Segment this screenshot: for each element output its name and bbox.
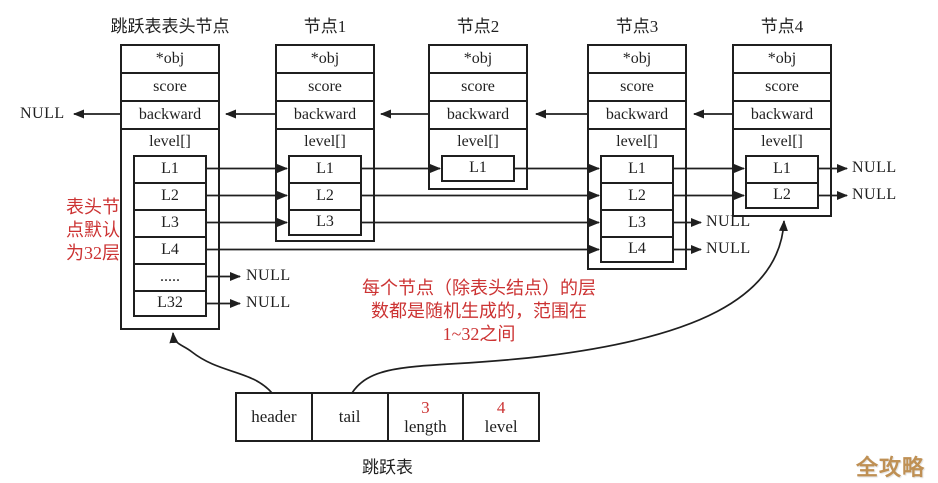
struct-cell-label: level — [484, 416, 518, 436]
field-score: score — [589, 74, 685, 102]
struct-cell-label: header — [251, 407, 297, 426]
level-cell: L32 — [157, 294, 183, 311]
null-label-node4-l2: NULL — [852, 186, 897, 203]
level-cell: L2 — [135, 184, 205, 211]
level-cell: L3 — [135, 211, 205, 238]
level-cell: L1 — [602, 157, 672, 184]
node-title-1: 节点1 — [303, 17, 347, 36]
level-cell: L2 — [290, 184, 360, 211]
level-cell: L1 — [469, 159, 487, 176]
field-level-label: level[] — [616, 133, 658, 150]
level-cell: L3 — [602, 211, 672, 238]
field-obj: *obj — [589, 46, 685, 74]
field-level-label: level[] — [304, 133, 346, 150]
struct-cell-header: header — [237, 394, 313, 440]
struct-cell-tail: tail — [313, 394, 389, 440]
level-cell: L4 — [135, 238, 205, 265]
null-label-header-l32: NULL — [246, 294, 291, 311]
node-box-header: *obj score backward level[] L1 L2 L3 L4 … — [120, 44, 220, 330]
null-label-backward: NULL — [20, 105, 65, 122]
node-box-1: *obj score backward level[] L1 L2 L3 — [275, 44, 375, 242]
level-cell: L1 — [290, 157, 360, 184]
field-backward: backward — [589, 102, 685, 130]
field-backward: backward — [734, 102, 830, 130]
levels-3: L1 L2 L3 L4 — [600, 155, 674, 263]
field-score: score — [122, 74, 218, 102]
diagram-caption: 跳跃表 — [362, 458, 413, 477]
null-label-node4-l1: NULL — [852, 159, 897, 176]
node-title-4: 节点4 — [760, 17, 804, 36]
field-score: score — [277, 74, 373, 102]
field-obj: *obj — [277, 46, 373, 74]
field-level-label: level[] — [149, 133, 191, 150]
level-cell-ellipsis: ..... — [135, 265, 205, 292]
field-backward: backward — [122, 102, 218, 130]
field-obj: *obj — [734, 46, 830, 74]
null-label-node3-l3: NULL — [706, 213, 751, 230]
field-score: score — [734, 74, 830, 102]
level-cell: L3 — [316, 213, 334, 230]
level-cell: L2 — [773, 186, 791, 203]
levels-4: L1 L2 — [745, 155, 819, 209]
field-obj: *obj — [122, 46, 218, 74]
levels-header: L1 L2 L3 L4 ..... L32 — [133, 155, 207, 317]
node-box-3: *obj score backward level[] L1 L2 L3 L4 — [587, 44, 687, 270]
level-cell: L1 — [135, 157, 205, 184]
field-level-label: level[] — [761, 133, 803, 150]
field-score: score — [430, 74, 526, 102]
levels-2: L1 — [441, 155, 515, 182]
field-backward: backward — [277, 102, 373, 130]
null-label-node3-l4: NULL — [706, 240, 751, 257]
struct-cell-length: 3 length — [389, 394, 465, 440]
field-backward: backward — [430, 102, 526, 130]
node-box-2: *obj score backward level[] L1 — [428, 44, 528, 190]
skiplist-struct: header tail 3 length 4 level — [235, 392, 540, 442]
level-cell: L2 — [602, 184, 672, 211]
node-title-2: 节点2 — [456, 17, 500, 36]
level-cell: L4 — [628, 240, 646, 257]
levels-1: L1 L2 L3 — [288, 155, 362, 236]
struct-cell-value: 3 — [421, 397, 430, 417]
struct-cell-level: 4 level — [464, 394, 538, 440]
field-level-label: level[] — [457, 133, 499, 150]
level-cell: L1 — [747, 157, 817, 184]
header-levels-note: 表头节 点默认 为32层 — [66, 197, 120, 263]
struct-cell-label: length — [404, 416, 447, 436]
node-title-3: 节点3 — [615, 17, 659, 36]
struct-cell-value: 4 — [496, 397, 506, 417]
struct-cell-label: tail — [338, 407, 361, 426]
random-levels-note: 每个节点（除表头结点）的层 数都是随机生成的，范围在 1~32之间 — [362, 278, 596, 344]
null-label-header-ellipsis: NULL — [246, 267, 291, 284]
watermark: 全攻略 — [856, 455, 926, 480]
node-box-4: *obj score backward level[] L1 L2 — [732, 44, 832, 217]
node-title-header: 跳跃表表头节点 — [110, 17, 230, 36]
header-pointer-curve — [169, 332, 273, 394]
field-obj: *obj — [430, 46, 526, 74]
